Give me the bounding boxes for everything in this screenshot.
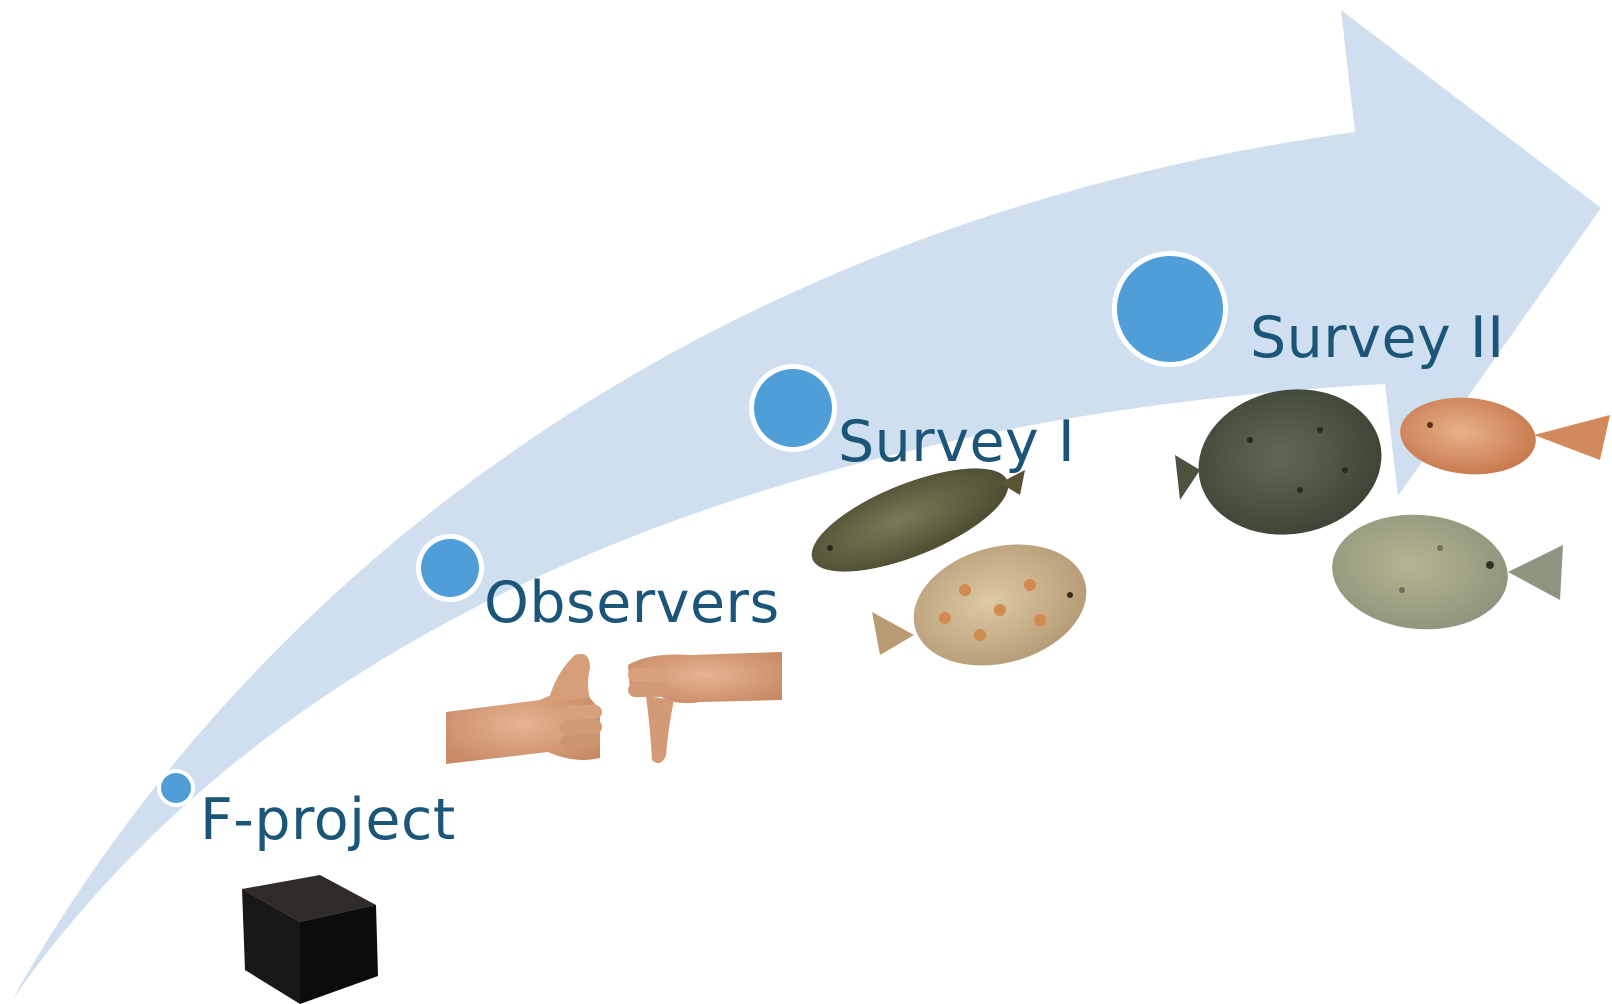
two-flatfish-illustration <box>811 468 1087 666</box>
stage-label-survey-1: Survey I <box>838 409 1076 475</box>
three-flatfish-illustration <box>1175 389 1610 630</box>
stage-node-survey-1 <box>749 364 837 452</box>
stage-label-f-project: F-project <box>200 787 456 853</box>
stage-label-observers: Observers <box>484 570 780 636</box>
progress-arrow <box>12 10 1601 1000</box>
stage-node-observers <box>416 534 484 602</box>
stage-node-f-project <box>157 769 195 807</box>
stage-label-survey-2: Survey II <box>1250 305 1505 371</box>
black-cube-icon <box>242 875 378 1004</box>
thumbs-up-thumbs-down-icon <box>446 650 782 767</box>
stage-node-survey-2 <box>1112 251 1228 367</box>
